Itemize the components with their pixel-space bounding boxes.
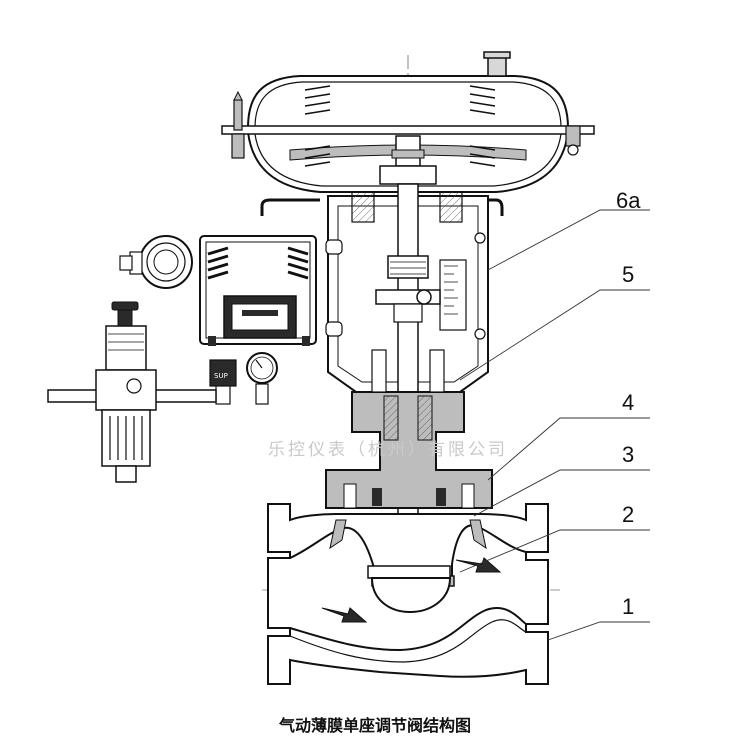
- sup-port: SUP: [209, 359, 237, 405]
- valve-plug: [367, 565, 452, 614]
- callout-6a: 6a: [616, 188, 641, 213]
- stem-nut: [379, 135, 437, 185]
- callout-2: 2: [622, 502, 635, 527]
- sup-label: SUP: [214, 372, 228, 380]
- callout-3: 3: [622, 442, 635, 467]
- valve-positioner: [119, 235, 317, 346]
- pressure-gauge: [246, 352, 278, 405]
- actuator-springs: [304, 85, 496, 167]
- filter-regulator: [47, 301, 217, 483]
- diagram-caption: 气动薄膜单座调节阀结构图: [278, 716, 471, 735]
- leader-lines: [459, 209, 650, 641]
- company-watermark: 乐控仪表（杭州）有限公司: [268, 440, 508, 460]
- callout-5: 5: [622, 262, 635, 287]
- callout-4: 4: [622, 390, 635, 415]
- callout-1: 1: [622, 594, 635, 619]
- flow-arrows: [321, 557, 502, 623]
- valve-bonnet: [325, 349, 493, 509]
